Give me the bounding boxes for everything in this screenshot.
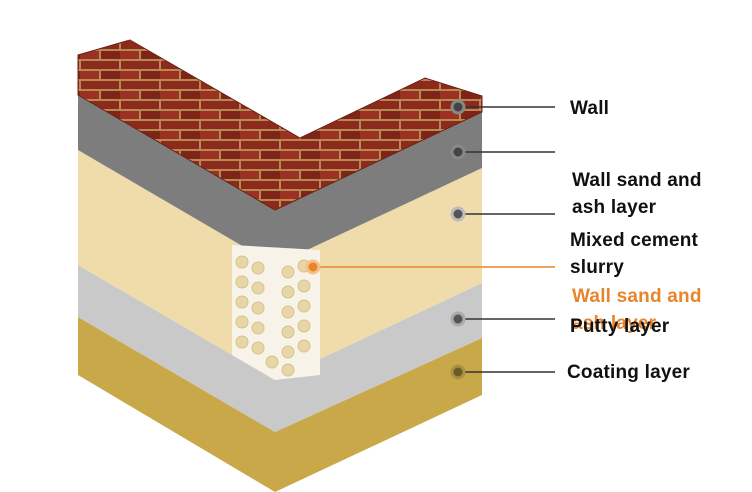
coating-layer-shape — [78, 317, 482, 492]
label-cement-slurry-text: Mixed cement slurry — [570, 230, 699, 278]
dot-putty — [450, 311, 466, 327]
dot-coating — [450, 364, 466, 380]
label-putty: Putty layer — [570, 313, 669, 340]
label-sand-ash-1: Wall sand and ash layer — [572, 140, 702, 221]
dot-sand-ash-2 — [305, 259, 321, 275]
leader-lines — [313, 106, 555, 373]
dot-wall — [450, 99, 466, 115]
putty-layer-shape — [78, 265, 482, 432]
dot-cement — [450, 206, 466, 222]
leader-dots — [305, 99, 466, 380]
brick-wall-top — [77, 39, 483, 211]
label-cement-slurry: Mixed cement slurry — [570, 200, 698, 281]
label-coating: Coating layer — [567, 359, 690, 386]
sand-ash-layer-shape — [78, 95, 482, 265]
label-wall-text: Wall — [570, 98, 610, 119]
label-sand-ash-1-text: Wall sand and ash layer — [572, 170, 702, 218]
label-putty-text: Putty layer — [570, 316, 670, 337]
mesh-strip — [232, 245, 320, 380]
label-sand-ash-2: Wall sand and ash layer — [572, 256, 702, 337]
label-coating-text: Coating layer — [567, 362, 690, 383]
dot-sand-ash-1 — [450, 144, 466, 160]
label-wall: Wall — [570, 95, 609, 122]
label-sand-ash-2-text: Wall sand and ash layer — [572, 286, 702, 334]
